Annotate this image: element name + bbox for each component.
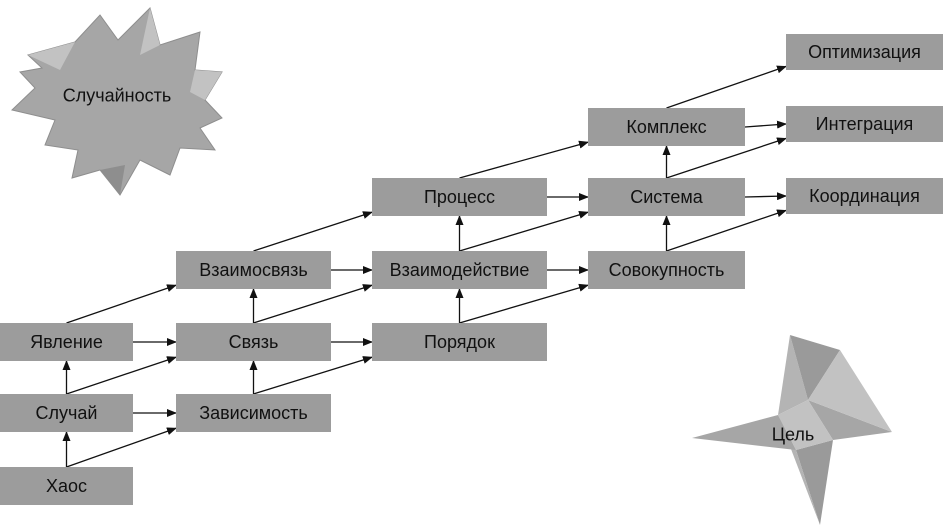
arrow-vzaimosvyaz-to-protsess [253,211,373,252]
node-zavisimost: Зависимость [176,394,331,432]
node-chaos: Хаос [0,467,133,505]
arrow-zavisimost-to-poryadok [253,356,373,395]
arrow-sistema-to-koordinatsiya [744,192,787,201]
node-protsess: Процесс [372,178,547,216]
node-poryadok: Порядок [372,323,547,361]
arrow-kompleks-to-optimizatsiya [666,65,787,109]
arrow-yavlenie-to-vzaimosvyaz [66,284,177,324]
node-optimizatsiya: Оптимизация [786,34,943,70]
node-vzaimodeystvie: Взаимодействие [372,251,547,289]
arrow-sistema-to-integratsiya [666,137,787,179]
arrow-sluchay-to-svyaz [66,356,177,395]
node-sluchay: Случай [0,394,133,432]
goal-star-shape [692,335,892,525]
arrow-chaos-to-zavisimost [66,427,177,468]
node-yavlenie: Явление [0,323,133,361]
node-vzaimosvyaz: Взаимосвязь [176,251,331,289]
node-sistema: Система [588,178,745,216]
arrow-vzaimodeystvie-to-sistema [459,210,589,252]
arrow-poryadok-to-sovokupnost [459,283,589,324]
node-koordinatsiya: Координация [786,178,943,214]
node-svyaz: Связь [176,323,331,361]
node-integratsiya: Интеграция [786,106,943,142]
arrow-kompleks-to-integratsiya [744,120,787,129]
randomness-burst-shape [10,7,223,196]
arrow-protsess-to-kompleks [459,140,589,179]
edges-layer [62,65,787,468]
arrow-svyaz-to-vzaimodeystvie [253,284,373,324]
arrow-sovokupnost-to-koordinatsiya [666,209,787,252]
goal-label: Цель [771,424,815,445]
node-kompleks: Комплекс [588,108,745,146]
randomness-label: Случайность [62,85,172,106]
node-sovokupnost: Совокупность [588,251,745,289]
